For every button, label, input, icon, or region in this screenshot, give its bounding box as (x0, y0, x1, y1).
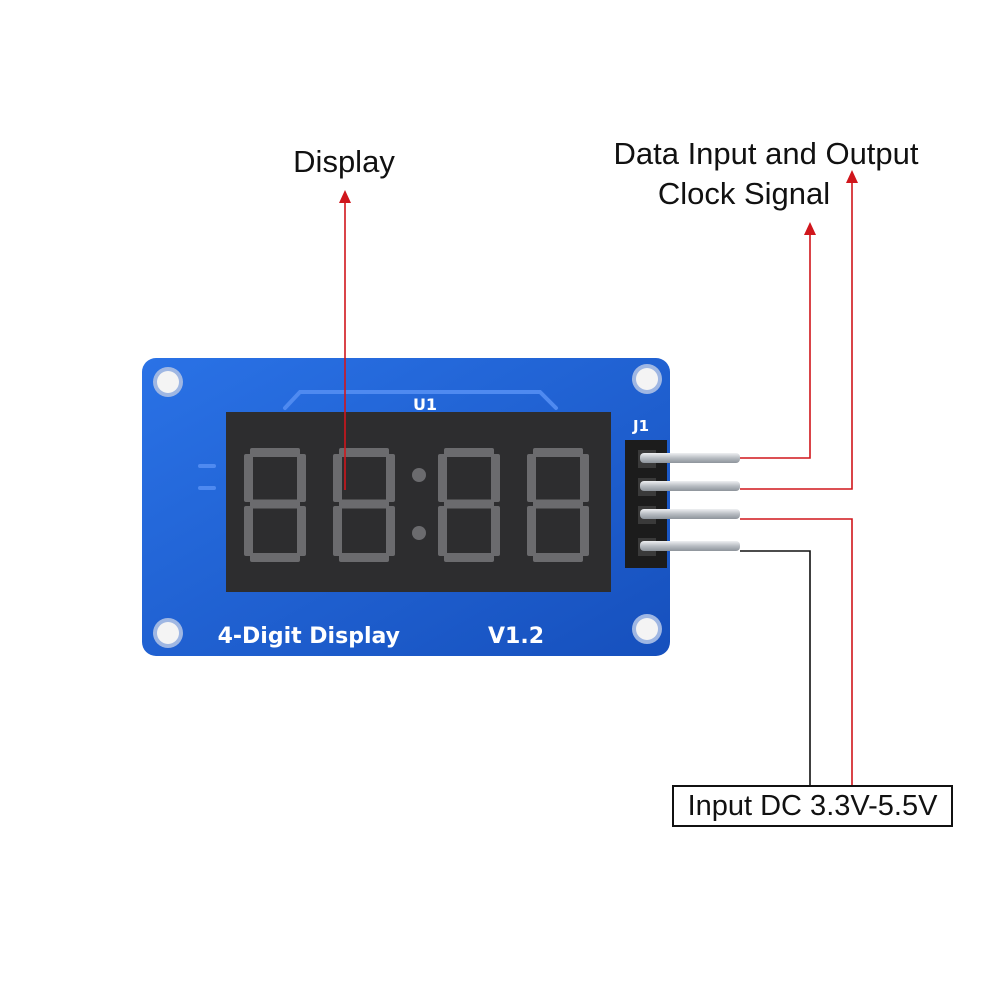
segment-a (533, 448, 583, 457)
data-io-label: Data Input and Output (613, 136, 918, 171)
segment-a (250, 448, 300, 457)
segment-d (533, 553, 583, 562)
digit-4 (527, 448, 589, 562)
display-colon (412, 468, 426, 540)
data-arrow-icon (846, 170, 858, 183)
segment-d (339, 553, 389, 562)
board-version-label: V1.2 (488, 624, 544, 649)
pin-1 (638, 450, 740, 468)
chip-ref-label: U1 (413, 395, 437, 414)
segment-g (444, 499, 494, 509)
segment-g (339, 499, 389, 509)
board-title-label: 4-Digit Display (218, 624, 400, 649)
segment-b (386, 454, 395, 502)
clock-label: Clock Signal (658, 176, 830, 211)
mounting-holes (153, 364, 662, 648)
clock-leader-line (740, 232, 811, 459)
segment-c (386, 506, 395, 556)
segment-g (250, 499, 300, 509)
segment-d (250, 553, 300, 562)
segment-e (333, 506, 342, 556)
pin-3 (638, 506, 740, 524)
segment-e (244, 506, 253, 556)
segment-b (297, 454, 306, 502)
data-leader-line (740, 180, 853, 490)
segment-a (444, 448, 494, 457)
segment-f (244, 454, 253, 502)
segment-c (580, 506, 589, 556)
vcc-leader-line (740, 518, 853, 785)
power-input-label: Input DC 3.3V-5.5V (672, 785, 953, 827)
segment-b (491, 454, 500, 502)
segment-f (333, 454, 342, 502)
digit-2 (333, 448, 395, 562)
segment-e (438, 506, 447, 556)
pcb-traces (198, 390, 558, 490)
segment-e (527, 506, 536, 556)
segment-f (527, 454, 536, 502)
digit-3 (438, 448, 500, 562)
segment-f (438, 454, 447, 502)
segment-g (533, 499, 583, 509)
gnd-leader-line (740, 550, 811, 785)
segment-b (580, 454, 589, 502)
pin-2 (638, 478, 740, 496)
segment-c (297, 506, 306, 556)
display-arrow-icon (339, 190, 351, 203)
segment-d (444, 553, 494, 562)
header-pins (638, 450, 740, 556)
power-input-text: Input DC 3.3V-5.5V (687, 789, 938, 822)
segment-c (491, 506, 500, 556)
pin-4 (638, 538, 740, 556)
display-label: Display (293, 144, 395, 179)
digit-1 (244, 448, 306, 562)
display-digits (244, 448, 589, 562)
clock-arrow-icon (804, 222, 816, 235)
segment-a (339, 448, 389, 457)
header-ref-label: J1 (632, 417, 649, 435)
